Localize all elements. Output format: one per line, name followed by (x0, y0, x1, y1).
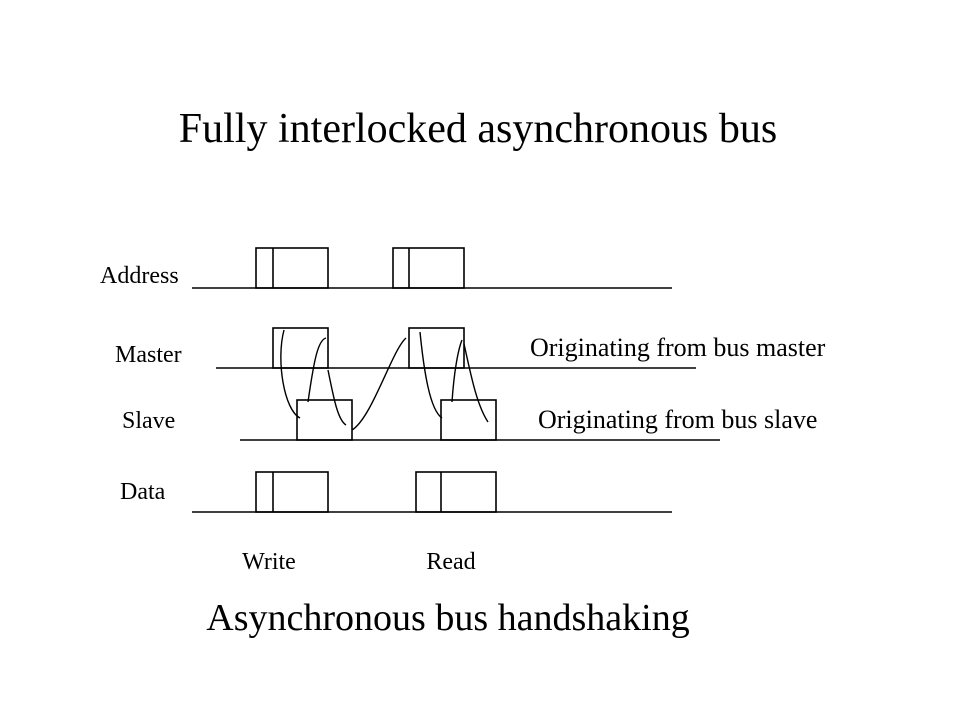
handshake-curve (419, 331, 443, 419)
master-read-pulse (408, 327, 465, 369)
data-read-window (415, 471, 497, 513)
address-trace (192, 247, 672, 289)
handshake-curves (280, 329, 489, 431)
master-origin-note: Originating from bus master (530, 333, 826, 362)
diagram-caption: Asynchronous bus handshaking (206, 597, 689, 639)
address-write-window (255, 247, 329, 289)
write-phase-label: Write (242, 549, 296, 575)
slave-label: Slave (122, 408, 175, 434)
data-trace (192, 471, 672, 513)
master-write-pulse (272, 327, 329, 369)
read-phase-label: Read (426, 549, 475, 575)
slave-origin-note: Originating from bus slave (538, 405, 817, 434)
handshake-curve (463, 343, 489, 423)
handshake-curve (280, 329, 301, 419)
address-label: Address (100, 263, 179, 289)
slave-trace (240, 399, 720, 441)
page-title: Fully interlocked asynchronous bus (179, 106, 777, 152)
slave-write-pulse (296, 399, 353, 441)
handshake-curve (351, 337, 407, 431)
handshake-curve (307, 337, 327, 403)
handshake-curve (327, 369, 347, 426)
handshake-curve (451, 339, 463, 403)
data-label: Data (120, 479, 166, 505)
address-read-window (392, 247, 465, 289)
data-write-window (255, 471, 329, 513)
master-label: Master (115, 342, 182, 368)
slave-read-pulse (440, 399, 497, 441)
